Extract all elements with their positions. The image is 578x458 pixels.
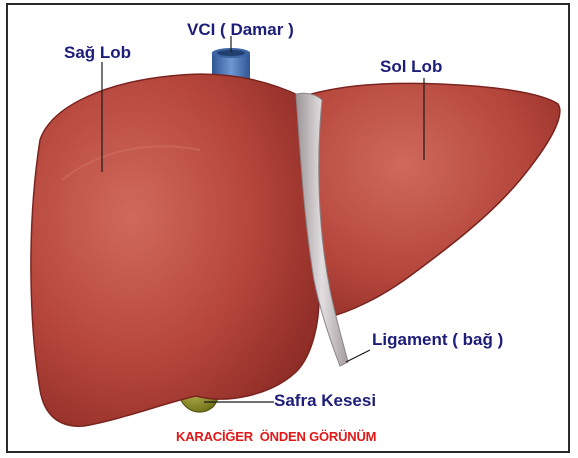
right-lobe-shape [31, 74, 319, 426]
label-left-lobe: Sol Lob [380, 58, 442, 75]
label-vena-cava: VCI ( Damar ) [187, 21, 294, 38]
label-right-lobe: Sağ Lob [64, 44, 131, 61]
label-ligament: Ligament ( bağ ) [372, 331, 503, 348]
label-gallbladder: Safra Kesesi [274, 392, 376, 409]
diagram-caption: KARACİĞER ÖNDEN GÖRÜNÜM [176, 430, 376, 443]
leader-ligament [346, 350, 370, 362]
left-lobe-shape [298, 83, 560, 318]
